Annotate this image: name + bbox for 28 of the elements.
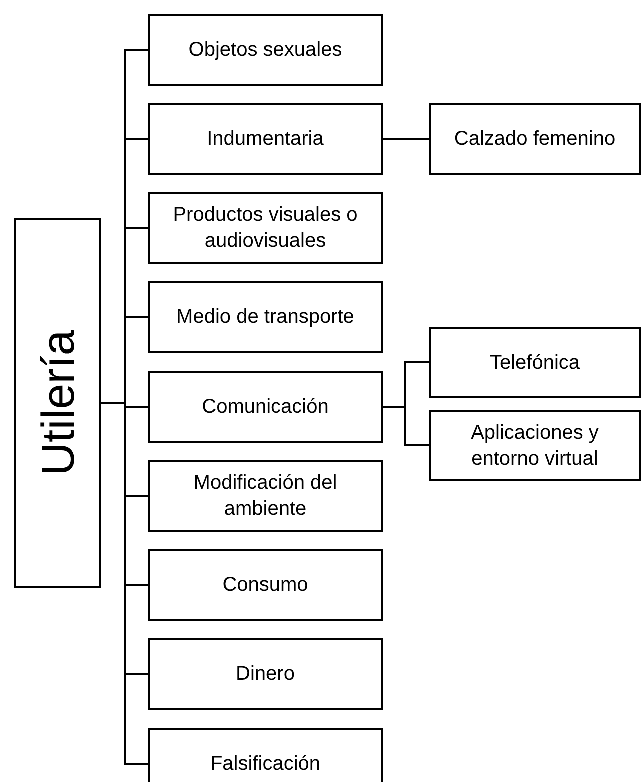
category-label: Medio de transporte	[176, 305, 356, 330]
category-box	[148, 103, 383, 175]
category-box	[148, 14, 383, 86]
category-label: Consumo	[222, 573, 310, 598]
category-box	[429, 410, 641, 481]
connector-line	[383, 138, 429, 140]
category-box	[148, 549, 383, 621]
category-box	[148, 638, 383, 710]
category-box	[148, 281, 383, 353]
category-label: Comunicación	[201, 395, 330, 420]
category-box	[148, 728, 383, 782]
category-label: Modificación del ambiente	[192, 471, 338, 522]
category-label: Objetos sexuales	[188, 38, 344, 63]
category-label: Falsificación	[209, 752, 322, 777]
root-box	[14, 218, 101, 588]
category-box	[148, 371, 383, 443]
category-label: Aplicaciones y entorno virtual	[470, 420, 600, 472]
category-box	[148, 460, 383, 532]
category-label: Telefónica	[488, 350, 582, 376]
category-label: Productos visuales o audiovisuales	[172, 203, 359, 254]
category-box	[429, 103, 641, 175]
category-box	[429, 327, 641, 398]
connector-line	[101, 402, 148, 765]
category-label: Dinero	[235, 662, 296, 687]
root-label: Utilería	[34, 330, 80, 476]
category-label: Calzado femenino	[453, 127, 617, 152]
category-box	[148, 192, 383, 264]
category-label: Indumentaria	[206, 127, 325, 152]
